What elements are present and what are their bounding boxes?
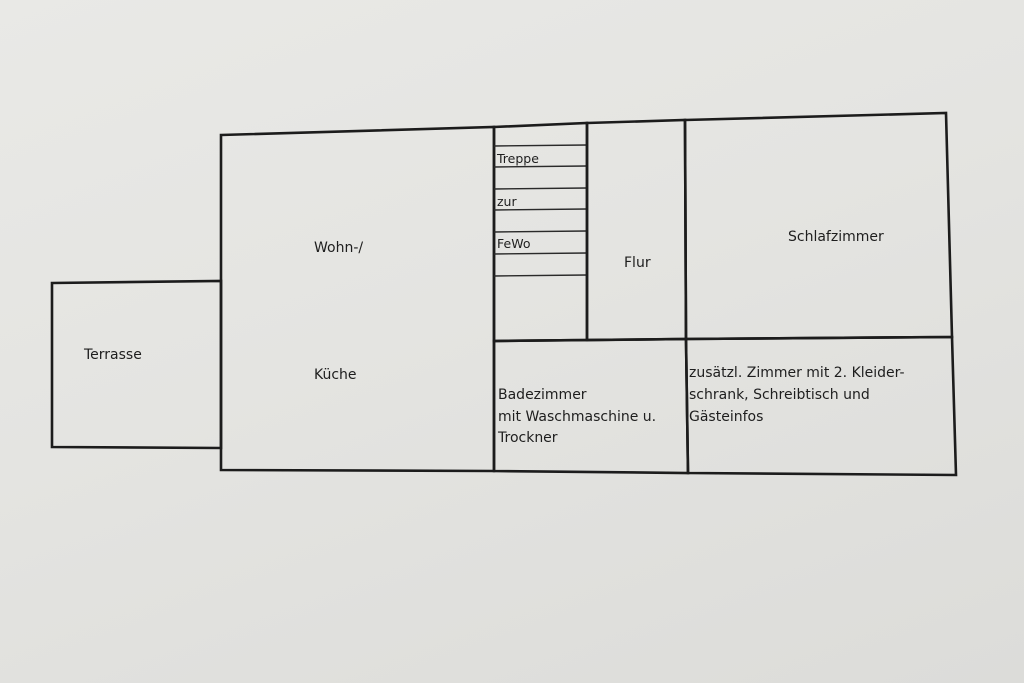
badezimmer-outline [492, 337, 690, 475]
bad-label-line1: Badezimmer [498, 387, 587, 403]
bad-label-line2: mit Waschmaschine u. [498, 409, 656, 425]
stair-tread [493, 230, 588, 233]
extra-room-label-line2: schrank, Schreibtisch und [689, 387, 870, 403]
flur-outline [585, 118, 688, 342]
extra-room-outline [684, 335, 958, 477]
stairs-label-zur: zur [497, 194, 517, 209]
extra-room-label-line1: zusätzl. Zimmer mit 2. Kleider- [689, 365, 905, 381]
wohn-kueche-outline [219, 125, 496, 473]
stair-tread [493, 252, 588, 255]
schlafzimmer-label: Schlafzimmer [788, 229, 884, 245]
stair-tread [493, 144, 588, 147]
stair-tread [493, 274, 588, 277]
stair-tread [493, 187, 588, 190]
stairs-label-fewo: FeWo [497, 236, 530, 251]
stairs-label-treppe: Treppe [496, 151, 539, 166]
stair-treads [493, 144, 588, 277]
stair-tread [493, 208, 588, 211]
schlafzimmer-outline [683, 111, 954, 341]
wohn-label: Wohn-/ [314, 240, 363, 256]
stair-tread [493, 165, 588, 168]
bad-label-line3: Trockner [497, 430, 558, 446]
terrasse-label: Terrasse [83, 347, 142, 363]
kueche-label: Küche [314, 367, 357, 383]
extra-room-label-line3: Gästeinfos [689, 409, 763, 425]
terrasse-outline [50, 279, 223, 450]
flur-label: Flur [624, 255, 651, 271]
